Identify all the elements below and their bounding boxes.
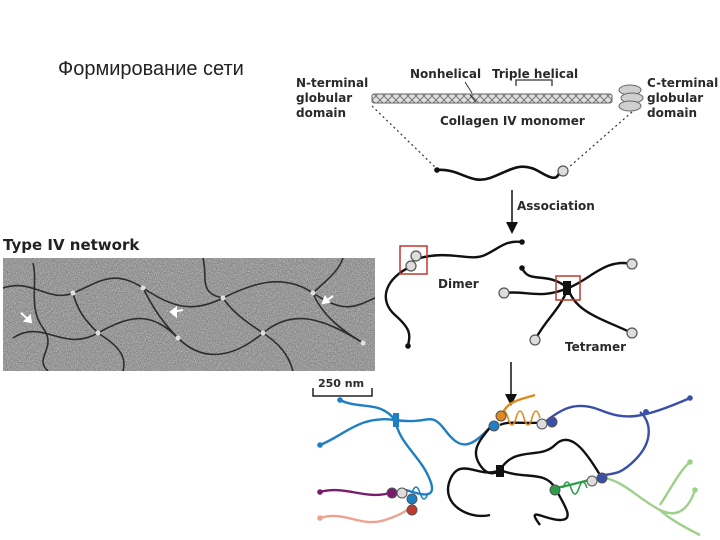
network-nodes (386, 409, 649, 516)
n-terminal-label: N-terminal globular domain (296, 76, 369, 120)
nonhelical-pointer (464, 81, 473, 94)
monomer-n-terminal (434, 167, 440, 173)
tetramer-highlight-box (555, 275, 581, 301)
scale-bar-label: 250 nm (318, 377, 365, 390)
scale-bar (312, 388, 373, 397)
association-label: Association (517, 199, 595, 213)
c-terminal-label: C-terminal globular domain (647, 76, 719, 120)
tetramer-label: Tetramer (565, 340, 627, 354)
dotted-guide-right (567, 111, 633, 169)
triple-helical-label: Triple helical (492, 67, 579, 81)
collagen-monomer-label: Collagen IV monomer (440, 114, 585, 128)
tetramer (498, 258, 638, 346)
nonhelical-label: Nonhelical (410, 67, 482, 81)
dotted-guide-left (371, 105, 437, 169)
network-title: Type IV network (3, 236, 140, 254)
triple-helical-bracket (515, 79, 553, 86)
monomer-nc1-domain (557, 165, 569, 177)
slide-title: Формирование сети (58, 58, 244, 80)
dimer (384, 239, 525, 349)
monomer-chain (436, 165, 563, 181)
triple-helix-rod (371, 93, 613, 104)
c-terminal-globular-domains (618, 84, 644, 112)
electron-micrograph (3, 258, 375, 371)
network-chain-ends (317, 395, 698, 521)
network-helix-coils (411, 410, 588, 500)
dimer-highlight-box (399, 245, 428, 275)
nonhelical-interruption (469, 94, 477, 103)
network-schematic (319, 393, 701, 537)
dimer-label: Dimer (438, 277, 479, 291)
